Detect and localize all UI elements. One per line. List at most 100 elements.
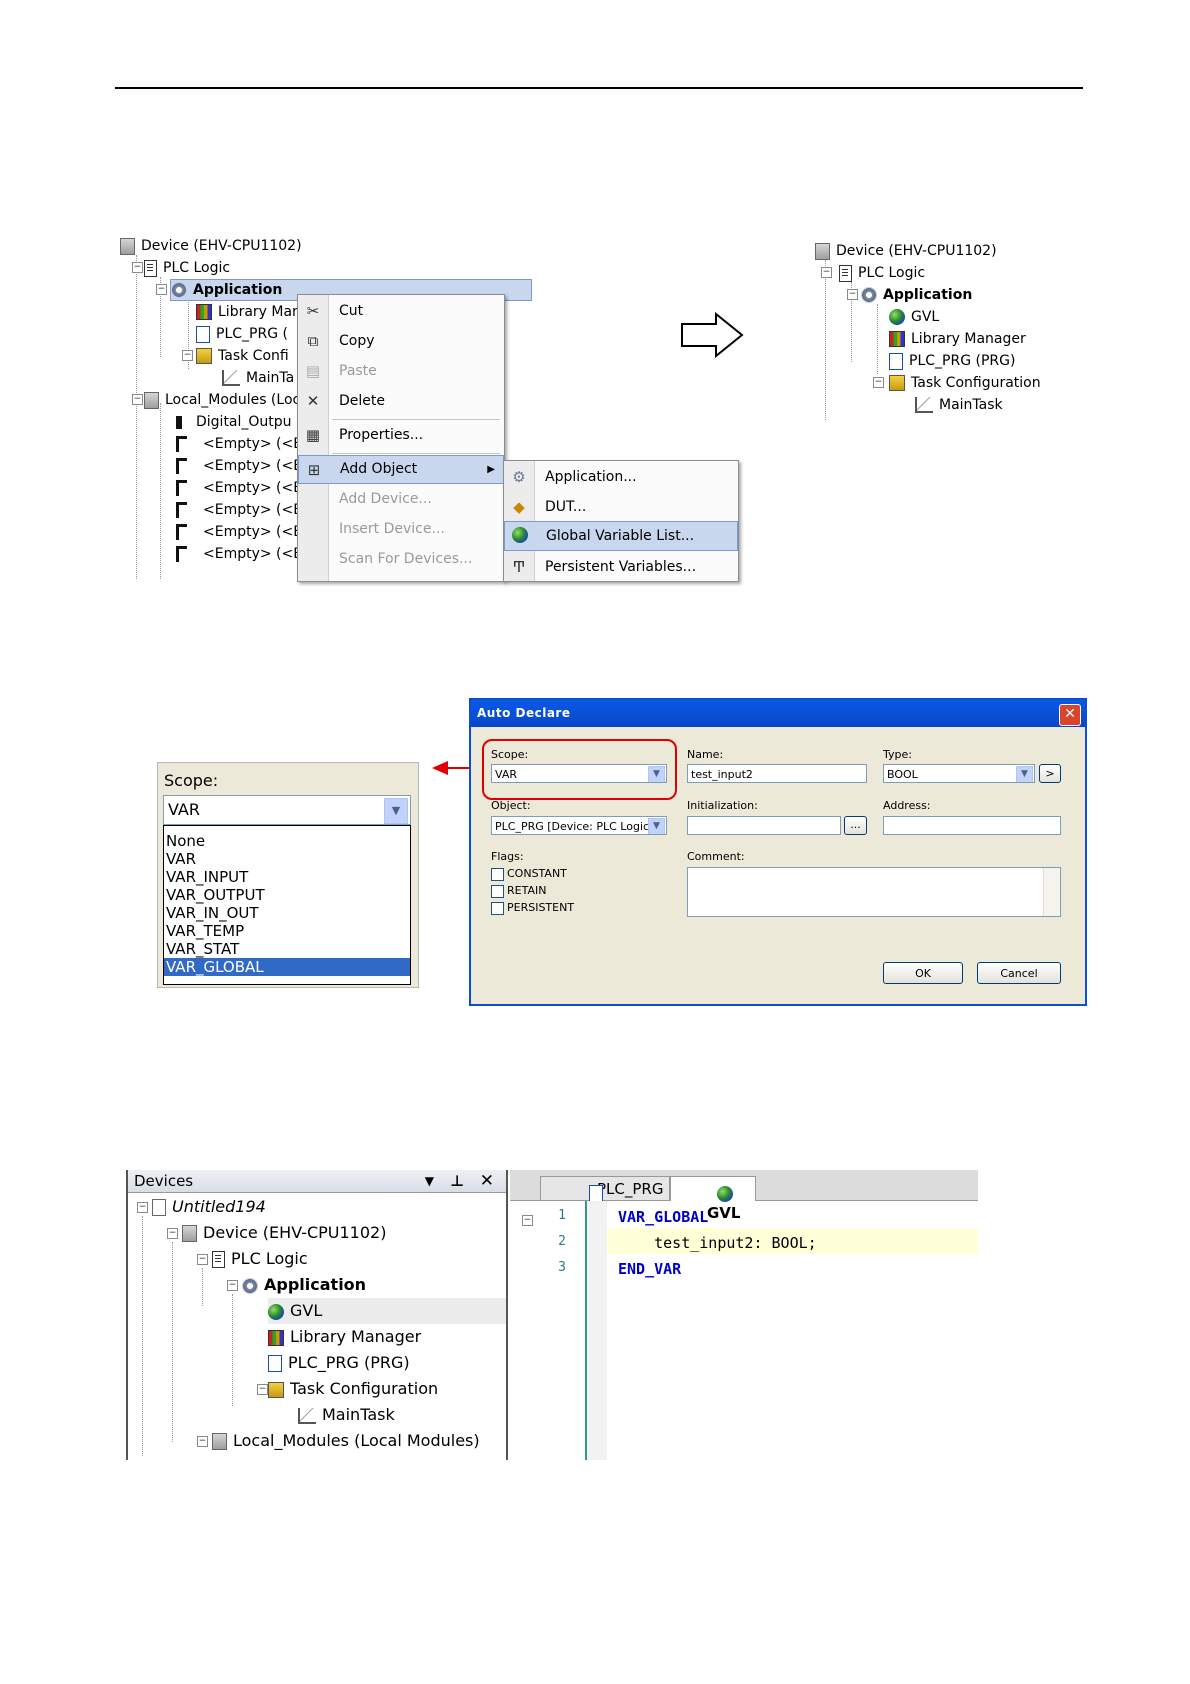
ok-button[interactable]: OK [883, 962, 963, 984]
tree-item-empty[interactable]: <Empty> (<E [176, 477, 302, 499]
project-tree-after: Device (EHV-CPU1102) − PLC Logic − Appli… [815, 240, 1105, 420]
constant-checkbox[interactable] [491, 868, 504, 881]
editor-area: PLC_PRG GVL − 1 2 3 VAR_GLOBAL test_inpu… [510, 1170, 978, 1460]
tree-item-task-configuration[interactable]: Task Configuration [268, 1376, 438, 1402]
scope-select[interactable]: VAR▼ [491, 764, 667, 783]
tree-item-library-manager[interactable]: Library Mar [196, 301, 298, 323]
list-item[interactable]: None [166, 832, 206, 850]
code-line[interactable]: VAR_GLOBAL [618, 1208, 709, 1226]
tree-item-digital-output[interactable]: Digital_Outpu [176, 411, 292, 433]
tree-item-device[interactable]: Device (EHV-CPU1102) [815, 240, 997, 262]
tree-item-plc-logic[interactable]: PLC Logic [144, 257, 230, 279]
tree-item-maintask[interactable]: MainTa [222, 367, 294, 389]
comment-field[interactable] [687, 867, 1061, 917]
tab-plc-prg[interactable]: PLC_PRG [540, 1176, 670, 1202]
persistent-checkbox[interactable] [491, 902, 504, 915]
tree-item-local-modules[interactable]: Local_Modules (Loc [144, 389, 300, 411]
collapse-icon[interactable]: − [821, 267, 832, 278]
scrollbar[interactable] [1043, 868, 1060, 916]
dropdown-icon[interactable]: ▼ [424, 1174, 434, 1188]
type-browse-button[interactable]: > [1039, 764, 1061, 783]
tree-item-plc-prg[interactable]: PLC_PRG ( [196, 323, 288, 345]
collapse-icon[interactable]: − [873, 377, 884, 388]
cancel-button[interactable]: Cancel [977, 962, 1061, 984]
code-line[interactable]: END_VAR [618, 1260, 682, 1278]
list-item[interactable]: VAR_IN_OUT [166, 904, 259, 922]
list-item[interactable]: VAR_STAT [166, 940, 240, 958]
tree-item-plc-prg[interactable]: PLC_PRG (PRG) [889, 350, 1015, 372]
submenu-item-application[interactable]: ⚙Application... [512, 468, 637, 486]
collapse-icon[interactable]: − [132, 262, 143, 273]
scope-select[interactable]: VAR ▼ [163, 795, 411, 825]
list-item-selected[interactable]: VAR_GLOBAL [164, 958, 410, 976]
tree-item-empty[interactable]: <Empty> (<E [176, 543, 302, 565]
submenu-item-dut[interactable]: ◆DUT... [504, 493, 738, 521]
retain-checkbox[interactable] [491, 885, 504, 898]
tree-item-task-configuration[interactable]: Task Configuration [889, 372, 1041, 394]
chevron-down-icon[interactable]: ▼ [384, 798, 408, 824]
code-line[interactable]: test_input2: BOOL; [618, 1234, 817, 1252]
close-icon[interactable]: ✕ [479, 1171, 494, 1191]
address-field[interactable] [883, 816, 1061, 835]
tree-item-device[interactable]: Device (EHV-CPU1102) [120, 235, 302, 257]
tree-item-gvl[interactable]: GVL [889, 306, 939, 328]
collapse-icon[interactable]: − [137, 1202, 148, 1213]
tree-item-project[interactable]: Untitled194 [152, 1194, 266, 1220]
initialization-browse-button[interactable]: ... [844, 816, 867, 835]
scope-highlight [482, 739, 677, 800]
menu-item-add-device[interactable]: Add Device... [339, 491, 432, 507]
collapse-icon[interactable]: − [167, 1228, 178, 1239]
list-item[interactable]: VAR [166, 850, 196, 868]
tree-item-application[interactable]: Application [861, 284, 972, 306]
list-item[interactable]: VAR_INPUT [166, 868, 249, 886]
collapse-icon[interactable]: − [227, 1280, 238, 1291]
tree-item-empty[interactable]: <Empty> (<E [176, 455, 302, 477]
collapse-icon[interactable]: − [257, 1384, 268, 1395]
object-select[interactable]: PLC_PRG [Device: PLC Logic: A▼ [491, 816, 667, 835]
tree-item-library-manager[interactable]: Library Manager [268, 1324, 421, 1350]
tree-item-empty[interactable]: <Empty> (<E [176, 521, 302, 543]
collapse-icon[interactable]: − [197, 1436, 208, 1447]
tree-item-plc-logic[interactable]: PLC Logic [839, 262, 925, 284]
tree-item-device[interactable]: Device (EHV-CPU1102) [182, 1220, 386, 1246]
menu-item-delete[interactable]: ✕Delete [306, 392, 385, 410]
tree-item-maintask[interactable]: MainTask [298, 1402, 395, 1428]
collapse-icon[interactable]: − [197, 1254, 208, 1265]
collapse-icon[interactable]: − [182, 350, 193, 361]
library-icon [268, 1329, 284, 1346]
menu-item-properties[interactable]: ▦Properties... [305, 426, 424, 444]
menu-item-cut[interactable]: ✂Cut [306, 302, 364, 320]
chevron-down-icon[interactable]: ▼ [1016, 766, 1033, 782]
submenu-item-global-variable-list[interactable]: Global Variable List... [504, 521, 738, 551]
tree-item-empty[interactable]: <Empty> (<E [176, 433, 302, 455]
tree-item-application[interactable]: Application [242, 1272, 366, 1298]
menu-item-scan-devices[interactable]: Scan For Devices... [339, 551, 473, 567]
tree-item-gvl[interactable]: GVL [268, 1298, 506, 1324]
tree-item-library-manager[interactable]: Library Manager [889, 328, 1026, 350]
name-field[interactable]: test_input2 [687, 764, 867, 783]
type-select[interactable]: BOOL▼ [883, 764, 1035, 783]
list-item[interactable]: VAR_TEMP [166, 922, 245, 940]
list-item[interactable]: VAR_OUTPUT [166, 886, 265, 904]
initialization-field[interactable] [687, 816, 841, 835]
collapse-icon[interactable]: − [522, 1215, 533, 1226]
menu-item-paste[interactable]: ▤Paste [305, 362, 377, 380]
chevron-down-icon[interactable]: ▼ [648, 766, 665, 782]
tab-gvl[interactable]: GVL [670, 1176, 756, 1222]
chevron-down-icon[interactable]: ▼ [648, 818, 665, 834]
menu-item-add-object[interactable]: ⊞Add Object▶ [298, 455, 504, 484]
close-icon[interactable]: ✕ [1059, 704, 1081, 726]
tree-item-plc-logic[interactable]: PLC Logic [212, 1246, 308, 1272]
tree-item-plc-prg[interactable]: PLC_PRG (PRG) [268, 1350, 410, 1376]
tree-item-empty[interactable]: <Empty> (<E [176, 499, 302, 521]
collapse-icon[interactable]: − [847, 289, 858, 300]
collapse-icon[interactable]: − [132, 394, 143, 405]
menu-item-insert-device[interactable]: Insert Device... [339, 521, 445, 537]
tree-item-local-modules[interactable]: Local_Modules (Local Modules) [212, 1428, 480, 1454]
collapse-icon[interactable]: − [156, 284, 167, 295]
tree-item-maintask[interactable]: MainTask [915, 394, 1003, 416]
pin-icon[interactable]: ⊥ [450, 1172, 464, 1190]
menu-item-copy[interactable]: ⧉Copy [298, 327, 504, 355]
tree-item-task-configuration[interactable]: Task Confi [196, 345, 289, 367]
